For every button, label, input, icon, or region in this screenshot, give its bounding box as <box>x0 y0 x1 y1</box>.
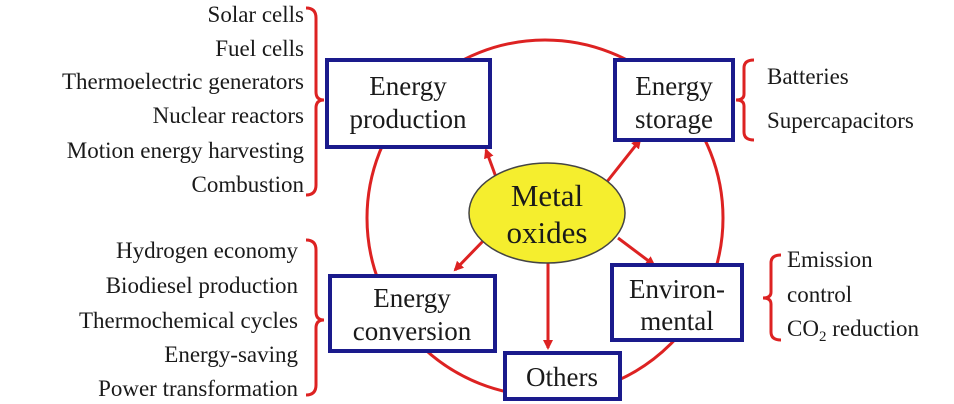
list-item: Energy-saving <box>164 342 298 367</box>
energy-conversion-label-line-2: conversion <box>353 316 472 346</box>
bracket-energy-conversion <box>305 238 325 397</box>
energy-production-label-line-1: Energy <box>369 71 447 101</box>
arrows <box>453 138 656 350</box>
list-item: Emission <box>787 247 873 272</box>
list-item: Fuel cells <box>215 36 304 61</box>
energy-production-list: Solar cells Fuel cells Thermoelectric ge… <box>62 2 305 197</box>
others-label: Others <box>526 362 598 392</box>
others-box <box>503 351 622 401</box>
energy-production-label-line-2: production <box>350 104 467 134</box>
list-item: Power transformation <box>98 376 298 401</box>
environmental-label-line-2: mental <box>640 306 713 336</box>
bracket-environmental <box>762 253 782 342</box>
energy-storage-box <box>613 58 735 142</box>
center-label-line-2: oxides <box>507 215 588 250</box>
energy-conversion-label-line-1: Energy <box>373 283 451 313</box>
list-item: Biodiesel production <box>106 273 299 298</box>
environmental-label-line-1: Environ- <box>629 274 725 304</box>
list-item: control <box>787 282 852 307</box>
list-item-co2-reduction: CO2 reduction <box>787 316 920 345</box>
arrow-to-energy-storage <box>600 138 642 189</box>
energy-production-box <box>325 58 492 149</box>
arrow-to-environmental <box>617 236 656 267</box>
energy-conversion-list: Hydrogen economy Biodiesel production Th… <box>79 238 299 401</box>
list-item: Hydrogen economy <box>116 238 299 263</box>
list-item: Nuclear reactors <box>153 103 304 128</box>
list-item: Supercapacitors <box>767 108 914 133</box>
center-label-line-1: Metal <box>511 178 583 213</box>
list-item: Motion energy harvesting <box>67 138 305 163</box>
environmental-list: Emission control CO2 reduction <box>787 247 920 345</box>
list-item: Combustion <box>192 172 305 197</box>
bracket-energy-storage <box>735 58 755 142</box>
energy-storage-label-line-1: Energy <box>635 71 713 101</box>
list-item: Batteries <box>767 64 849 89</box>
bracket-energy-production <box>305 6 325 197</box>
list-item: Thermochemical cycles <box>79 308 298 333</box>
arrow-to-energy-conversion <box>453 236 488 272</box>
energy-storage-label-line-2: storage <box>635 104 713 134</box>
center-ellipse <box>468 162 626 264</box>
energy-conversion-box <box>328 274 497 353</box>
list-item: Thermoelectric generators <box>62 69 304 94</box>
environmental-box <box>610 263 744 342</box>
energy-storage-list: Batteries Supercapacitors <box>767 64 914 133</box>
list-item: Solar cells <box>208 2 304 27</box>
